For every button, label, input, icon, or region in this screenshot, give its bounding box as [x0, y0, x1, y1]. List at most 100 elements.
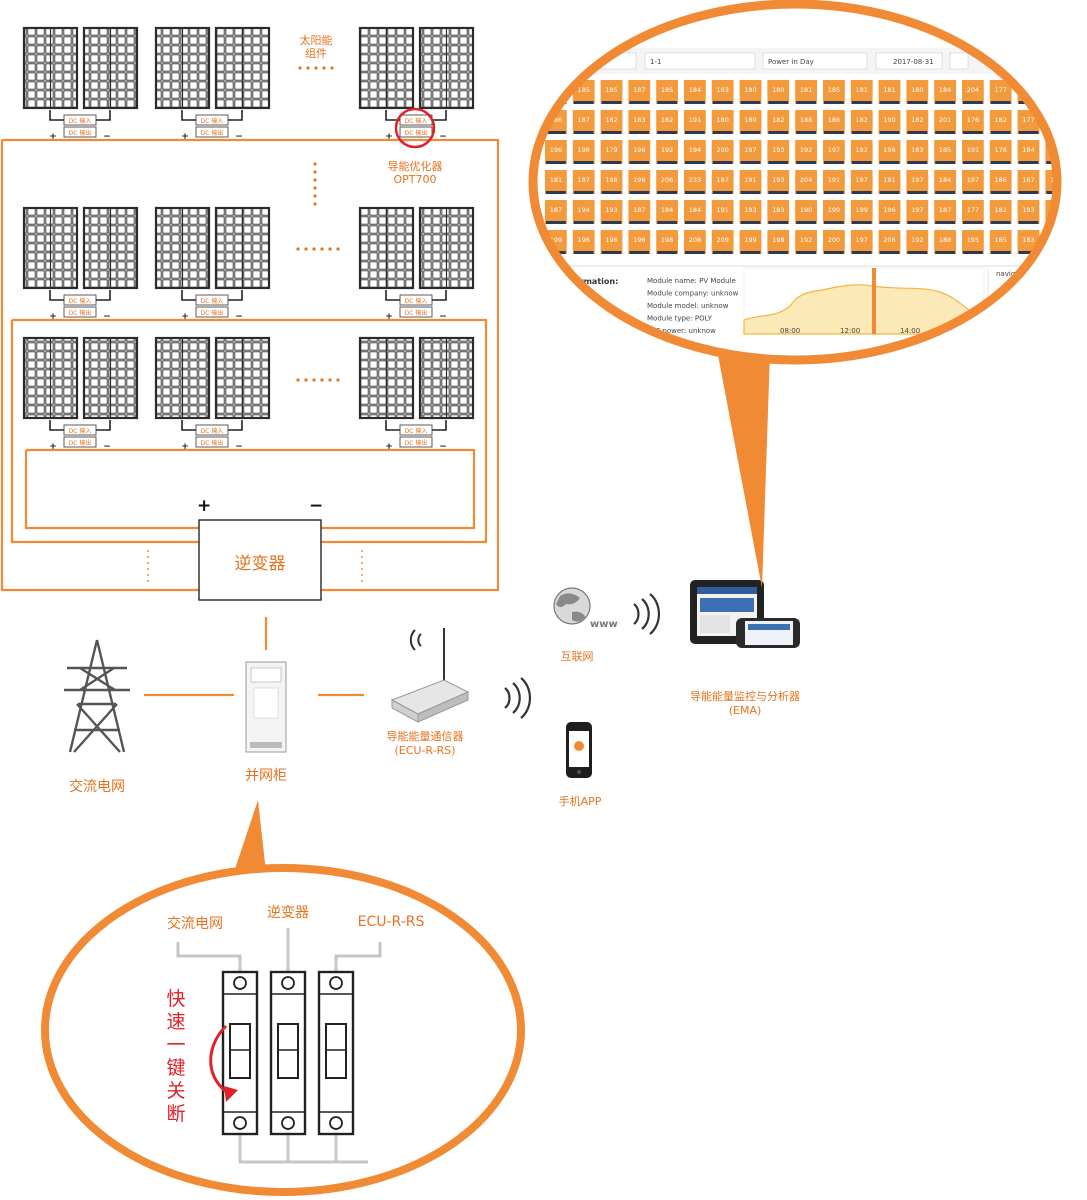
- module-cell[interactable]: [962, 200, 984, 224]
- module-cell[interactable]: [795, 80, 817, 104]
- module-cell[interactable]: [767, 110, 790, 134]
- module-cell[interactable]: [656, 140, 678, 164]
- module-cell[interactable]: [628, 80, 651, 104]
- module-cell[interactable]: [795, 140, 817, 164]
- module-cell[interactable]: [962, 80, 984, 104]
- module-cell[interactable]: [823, 170, 845, 194]
- module-cell[interactable]: [545, 140, 567, 164]
- module-cell[interactable]: [739, 230, 762, 254]
- module-cell[interactable]: [711, 200, 734, 224]
- module-cell[interactable]: [934, 230, 956, 254]
- module-cell[interactable]: [934, 140, 956, 164]
- module-cell[interactable]: [572, 170, 595, 194]
- module-cell[interactable]: [684, 80, 706, 104]
- module-cell[interactable]: [711, 230, 734, 254]
- module-cell[interactable]: [1017, 170, 1040, 194]
- breaker-toggle[interactable]: [229, 1023, 251, 1079]
- module-cell[interactable]: [850, 200, 873, 224]
- module-cell[interactable]: [628, 230, 651, 254]
- module-cell[interactable]: [1017, 140, 1040, 164]
- module-cell[interactable]: [906, 230, 929, 254]
- module-cell[interactable]: [878, 140, 901, 164]
- module-cell[interactable]: [962, 110, 984, 134]
- module-cell[interactable]: [572, 140, 595, 164]
- module-cell[interactable]: [850, 110, 873, 134]
- module-cell[interactable]: [711, 110, 734, 134]
- module-cell[interactable]: [878, 200, 901, 224]
- module-cell[interactable]: [850, 140, 873, 164]
- module-cell[interactable]: [906, 200, 929, 224]
- module-cell[interactable]: [906, 80, 929, 104]
- module-cell[interactable]: [989, 200, 1012, 224]
- module-cell[interactable]: [823, 230, 845, 254]
- module-cell[interactable]: [823, 200, 845, 224]
- module-cell[interactable]: [850, 230, 873, 254]
- module-cell[interactable]: [1045, 170, 1067, 194]
- module-cell[interactable]: [656, 200, 678, 224]
- module-cell[interactable]: [767, 170, 790, 194]
- module-cell[interactable]: [739, 80, 762, 104]
- module-cell[interactable]: [628, 200, 651, 224]
- module-cell[interactable]: [906, 140, 929, 164]
- module-cell[interactable]: [572, 200, 595, 224]
- module-cell[interactable]: [823, 110, 845, 134]
- module-cell[interactable]: [684, 110, 706, 134]
- panel-select[interactable]: 1-1: [650, 58, 661, 66]
- module-cell[interactable]: [711, 140, 734, 164]
- module-cell[interactable]: [934, 170, 956, 194]
- module-cell[interactable]: [600, 200, 623, 224]
- module-cell[interactable]: [1045, 80, 1067, 104]
- module-cell[interactable]: [962, 230, 984, 254]
- module-cell[interactable]: [878, 110, 901, 134]
- module-cell[interactable]: [962, 170, 984, 194]
- module-cell[interactable]: [711, 80, 734, 104]
- module-cell[interactable]: [795, 170, 817, 194]
- module-cell[interactable]: [656, 230, 678, 254]
- module-cell[interactable]: [600, 230, 623, 254]
- module-cell[interactable]: [767, 200, 790, 224]
- module-cell[interactable]: [906, 170, 929, 194]
- module-cell[interactable]: [850, 170, 873, 194]
- module-cell[interactable]: [545, 200, 567, 224]
- module-cell[interactable]: [600, 110, 623, 134]
- module-cell[interactable]: [989, 110, 1012, 134]
- module-cell[interactable]: [628, 140, 651, 164]
- module-cell[interactable]: [1017, 200, 1040, 224]
- module-cell[interactable]: [989, 80, 1012, 104]
- module-cell[interactable]: [795, 200, 817, 224]
- module-cell[interactable]: [656, 80, 678, 104]
- module-cell[interactable]: [656, 170, 678, 194]
- module-cell[interactable]: [545, 170, 567, 194]
- module-cell[interactable]: [600, 170, 623, 194]
- module-cell[interactable]: [878, 230, 901, 254]
- module-cell[interactable]: [600, 80, 623, 104]
- module-cell[interactable]: [989, 170, 1012, 194]
- date-picker[interactable]: 2017-08-31: [893, 58, 934, 66]
- module-cell[interactable]: [989, 230, 1012, 254]
- module-cell[interactable]: [656, 110, 678, 134]
- module-cell[interactable]: [600, 140, 623, 164]
- module-cell[interactable]: [572, 110, 595, 134]
- module-cell[interactable]: [878, 170, 901, 194]
- module-cell[interactable]: [934, 110, 956, 134]
- breaker-toggle[interactable]: [277, 1023, 299, 1079]
- module-cell[interactable]: [795, 110, 817, 134]
- module-cell[interactable]: [628, 170, 651, 194]
- module-cell[interactable]: [795, 230, 817, 254]
- module-cell[interactable]: [823, 80, 845, 104]
- module-cell[interactable]: [850, 80, 873, 104]
- module-cell[interactable]: [962, 140, 984, 164]
- module-cell[interactable]: [684, 200, 706, 224]
- module-cell[interactable]: [628, 110, 651, 134]
- module-cell[interactable]: [739, 200, 762, 224]
- module-cell[interactable]: [989, 140, 1012, 164]
- module-cell[interactable]: [878, 80, 901, 104]
- module-cell[interactable]: [823, 140, 845, 164]
- module-cell[interactable]: [684, 170, 706, 194]
- module-cell[interactable]: [684, 140, 706, 164]
- module-cell[interactable]: [572, 230, 595, 254]
- module-cell[interactable]: [739, 170, 762, 194]
- module-cell[interactable]: [739, 140, 762, 164]
- metric-select[interactable]: Power in Day: [768, 58, 814, 66]
- module-cell[interactable]: [767, 230, 790, 254]
